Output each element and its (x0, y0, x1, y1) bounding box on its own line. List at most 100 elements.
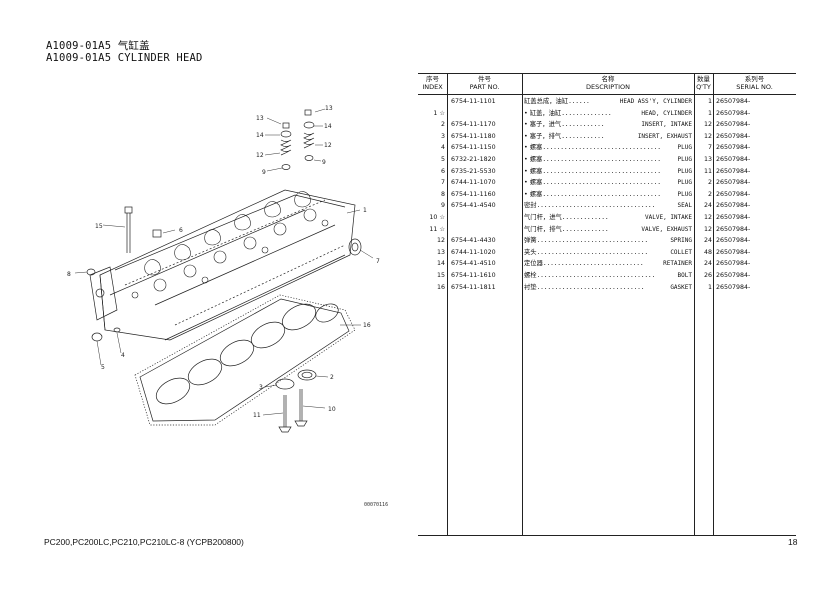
row-qty: 12 (703, 132, 712, 140)
row-qty: 12 (703, 225, 712, 233)
callout-1: 1 (363, 207, 367, 214)
table-row: 16 6754-11-1811 衬垫........................… (418, 282, 796, 294)
row-description-leader: ...... (568, 98, 590, 105)
row-description-cn: 气门杆，进气 (524, 214, 562, 221)
row-part-no: 6754-11-1811 (451, 283, 496, 291)
callout-12b: 12 (324, 142, 332, 149)
row-serial: 26507984- (716, 283, 751, 291)
row-part-no: 6754-11-1160 (451, 190, 496, 198)
row-part-no: 6744-11-1020 (451, 248, 496, 256)
row-description-en: INSERT, EXHAUST (637, 132, 692, 140)
row-description: • 螺塞.................................PLU… (524, 189, 692, 201)
callout-11: 11 (253, 412, 261, 419)
row-index: 16 (436, 283, 445, 291)
row-index: 14 (436, 260, 445, 268)
valve-spring-stack-drawing (280, 109, 315, 170)
row-description-cn: 气门杆，排气 (524, 225, 562, 233)
row-description-en: VALVE, EXHAUST (641, 225, 692, 233)
row-index: 4 (440, 144, 445, 152)
row-serial: 26507984- (716, 214, 751, 221)
bolt-drawing (124, 206, 133, 253)
footer-model-list: PC200,PC200LC,PC210,PC210LC-8 (YCPB20080… (44, 537, 244, 547)
callout-14b: 14 (324, 123, 332, 130)
row-qty: 1 (707, 109, 712, 117)
row-description-leader: ............. (561, 225, 609, 233)
callout-8: 8 (67, 271, 71, 278)
callout-13a: 13 (256, 115, 264, 122)
row-description-leader: ............................... (536, 237, 649, 245)
row-description-en: SPRING (670, 237, 692, 245)
page-title-en: A1009-01A5 CYLINDER HEAD (46, 52, 203, 64)
table-row: 3 6754-11-1180 • 塞子，排气............ INSERT, … (418, 131, 796, 143)
diagram-image-code: 00070116 (364, 502, 389, 508)
row-description-en: COLLET (670, 248, 692, 256)
row-description-cn: 缸盖总成，油缸 (524, 98, 569, 105)
row-description-leader: ............ (561, 132, 605, 140)
row-part-no: 6754-11-1610 (451, 272, 496, 279)
row-part-no: 6754-11-1150 (451, 144, 496, 152)
row-serial: 26507984- (716, 109, 751, 117)
row-description: 缸盖总成，油缸......HEAD ASS'Y, CYLINDER (524, 96, 692, 108)
row-serial: 26507984- (716, 179, 751, 187)
callout-12a: 12 (256, 152, 264, 159)
row-description-en: RETAINER (663, 260, 692, 268)
row-description-cn: 密封 (524, 202, 537, 210)
row-description: 气门杆，进气.............VALVE, INTAKE (524, 212, 692, 224)
callout-2: 2 (330, 374, 334, 381)
row-description: • 螺塞................................. PLU… (524, 154, 692, 166)
page-title-cn: A1009-01A5 气缸盖 (46, 40, 150, 52)
table-row: 8 6754-11-1160 • 螺塞.......................… (418, 189, 796, 201)
row-description: • 螺塞.................................PLU… (524, 142, 692, 154)
row-part-no: 6754-11-1101 (451, 98, 496, 105)
row-part-no: 6735-21-5530 (451, 167, 496, 175)
row-description-en: GASKET (670, 283, 692, 291)
row-part-no: 6754-11-1170 (451, 121, 496, 129)
row-index: 3 (440, 132, 445, 140)
row-description-leader: ................................. (542, 179, 661, 187)
row-description-cn: 弹簧 (524, 237, 537, 245)
row-description-leader: ................................. (536, 272, 656, 279)
row-description: • 塞子，排气............ INSERT, EXHAUST (524, 131, 692, 143)
row-description: 定位器............................RETAINER (524, 258, 692, 270)
callout-5: 5 (101, 364, 105, 371)
callout-6: 6 (179, 227, 183, 234)
row-description-leader: ............ (561, 121, 605, 129)
row-part-no: 6754-41-4430 (451, 237, 496, 245)
row-index: 8 (440, 190, 445, 198)
row-serial: 26507984- (716, 144, 751, 152)
row-qty: 24 (703, 202, 712, 210)
row-qty: 1 (707, 283, 712, 291)
row-index: 2 (440, 121, 445, 129)
row-part-no: 6754-11-1180 (451, 132, 496, 140)
row-description: 衬垫..............................GASKET (524, 282, 692, 294)
row-description-en: BOLT (677, 272, 692, 279)
row-index: 1 ☆ (433, 109, 445, 117)
row-description-leader: ............................... (536, 248, 649, 256)
row-index: 9 (440, 202, 445, 210)
row-description-leader: ............................ (542, 260, 644, 268)
row-description: 密封.................................SEAL (524, 200, 692, 212)
row-description-cn: • 螺塞 (524, 156, 543, 163)
row-qty: 24 (703, 260, 712, 268)
row-description-en: PLUG (677, 190, 692, 198)
callout-9a: 9 (262, 169, 266, 176)
row-index: 5 (440, 156, 445, 163)
row-description-cn: • 塞子，排气 (524, 132, 562, 140)
callout-15: 15 (95, 223, 103, 230)
row-qty: 12 (703, 214, 712, 221)
row-description-en: PLUG (677, 156, 692, 163)
row-description-leader: ................................. (542, 167, 661, 175)
row-qty: 1 (707, 98, 712, 105)
callout-9b: 9 (322, 159, 326, 166)
row-qty: 12 (703, 121, 712, 129)
page-number: 18 (788, 537, 798, 547)
table-row: 4 6754-11-1150 • 螺塞.......................… (418, 142, 796, 154)
row-description-leader: ................................. (542, 156, 661, 163)
